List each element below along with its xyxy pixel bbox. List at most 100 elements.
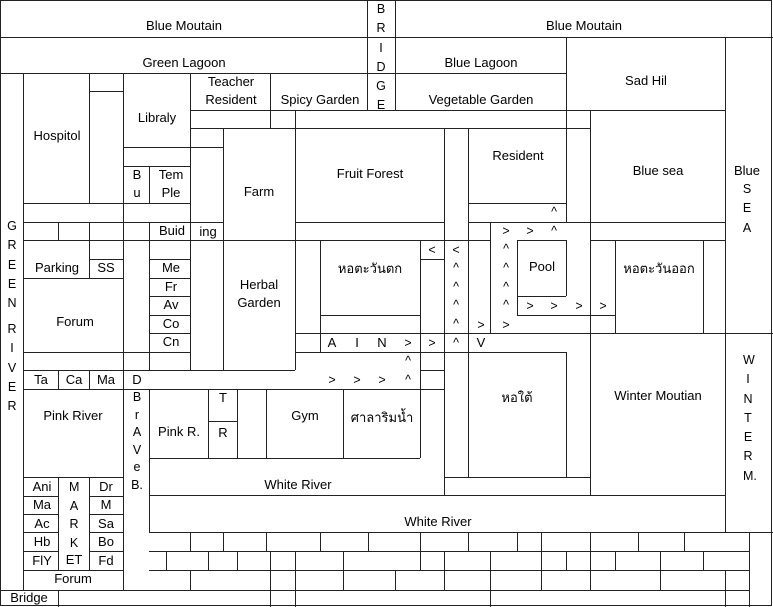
label-ma: Ma: [96, 372, 116, 387]
label-white-river-lower: White River: [404, 514, 472, 529]
label-ss: SS: [97, 260, 115, 275]
label-ma2: Ma: [32, 497, 52, 512]
label-fruit-forest: Fruit Forest: [336, 166, 404, 181]
label-buid: Buid: [158, 223, 186, 238]
label-blue-sea-blue: Blue: [733, 163, 761, 178]
label-pink-r: Pink R.: [158, 424, 200, 439]
arrow-right: >: [550, 299, 558, 313]
label-n: N: [377, 335, 387, 350]
label-t: T: [219, 390, 227, 405]
label-parking: Parking: [34, 260, 80, 275]
label-gym: Gym: [291, 408, 319, 423]
label-blue-lagoon: Blue Lagoon: [444, 55, 518, 70]
label-ani: Ani: [32, 479, 52, 494]
arrow-up: ^: [405, 373, 411, 387]
arrow-right: >: [599, 299, 607, 313]
arrow-right: >: [353, 373, 361, 387]
label-tem: Tem: [158, 167, 184, 182]
label-west-tower: หอตะวันตก: [337, 261, 403, 276]
label-r: R: [218, 425, 228, 440]
label-m: M: [100, 497, 112, 512]
arrow-up: ^: [453, 317, 459, 331]
label-pink-river: Pink River: [43, 408, 103, 423]
label-teacher-resident: Resident: [205, 92, 257, 107]
label-market-et: ET: [65, 552, 83, 567]
arrow-right: >: [502, 318, 510, 332]
arrow-right: >: [404, 336, 412, 350]
label-blue-moutain-west: Blue Moutain: [146, 18, 222, 33]
arrow-up: ^: [503, 261, 509, 275]
label-east-tower: หอตะวันออก: [623, 261, 695, 276]
label-blue-sea-vertical: SEA: [742, 182, 752, 235]
label-ac: Ac: [34, 516, 50, 531]
label-bu-b: B: [132, 167, 142, 182]
label-v: V: [476, 335, 486, 350]
arrow-left: <: [452, 243, 460, 257]
label-hospitol: Hospitol: [33, 128, 81, 143]
arrow-right: >: [428, 336, 436, 350]
arrow-right: >: [378, 373, 386, 387]
label-hb: Hb: [33, 534, 51, 549]
arrow-up: ^: [453, 336, 459, 350]
label-bu-u: u: [133, 185, 141, 200]
label-a: A: [327, 335, 337, 350]
label-me: Me: [161, 260, 181, 275]
arrow-right: >: [575, 299, 583, 313]
arrow-up: ^: [503, 242, 509, 256]
label-cn: Cn: [162, 334, 180, 349]
label-ca: Ca: [65, 372, 83, 387]
label-fd: Fd: [98, 553, 114, 568]
label-winter-moutian: Winter Moutian: [614, 388, 702, 403]
label-forum-bottom: Forum: [54, 571, 92, 586]
arrow-up: ^: [503, 280, 509, 294]
arrow-right: >: [328, 373, 336, 387]
label-green-river-vertical: GREEN: [7, 219, 17, 311]
label-green-lagoon: Green Lagoon: [142, 55, 226, 70]
label-ple: Ple: [161, 185, 181, 200]
label-farm: Farm: [243, 184, 275, 199]
label-white-river-upper: White River: [264, 477, 332, 492]
arrow-up: ^: [551, 224, 557, 238]
label-bridge-vertical: BRIDGE: [376, 2, 386, 113]
arrow-left: <: [428, 243, 436, 257]
label-libraly: Libraly: [137, 110, 177, 125]
label-bo: Bo: [98, 534, 114, 549]
label-sa: Sa: [98, 516, 114, 531]
label-co: Co: [162, 316, 180, 331]
arrow-right: >: [526, 224, 534, 238]
label-blue-sea: Blue sea: [632, 163, 684, 178]
label-pool: Pool: [528, 259, 556, 274]
label-teacher: Teacher: [207, 74, 255, 89]
label-fly: FlY: [32, 553, 52, 568]
label-market-vertical: MARK: [69, 480, 80, 550]
label-dr: Dr: [99, 479, 113, 494]
label-ta: Ta: [34, 372, 48, 387]
arrow-right: >: [477, 318, 485, 332]
label-resident: Resident: [492, 148, 544, 163]
label-d: D: [132, 372, 142, 387]
arrow-up: ^: [551, 205, 557, 219]
arrow-up: ^: [453, 280, 459, 294]
label-blue-moutain-east: Blue Moutain: [546, 18, 622, 33]
arrow-right: >: [526, 299, 534, 313]
label-i: I: [355, 335, 359, 350]
label-ing: ing: [199, 224, 217, 239]
label-garden: Garden: [237, 295, 281, 310]
label-vegetable-garden: Vegetable Garden: [428, 92, 534, 107]
label-winter-m-vertical: WINTERM.: [743, 353, 757, 483]
label-forum: Forum: [56, 314, 94, 329]
label-spicy-garden: Spicy Garden: [280, 92, 360, 107]
label-south-tower: หอใต้: [501, 390, 533, 405]
label-waterside-pavilion: ศาลาริมน้ำ: [350, 410, 414, 425]
label-green-river-vertical-2: RIVER: [7, 322, 17, 414]
label-brave-b-vertical: BrAVeB.: [131, 390, 143, 492]
label-sad-hil: Sad Hil: [625, 73, 667, 88]
label-fr: Fr: [164, 279, 178, 294]
arrow-right: >: [502, 224, 510, 238]
arrow-up: ^: [503, 298, 509, 312]
label-av: Av: [163, 297, 179, 312]
arrow-up: ^: [453, 261, 459, 275]
arrow-up: ^: [405, 354, 411, 368]
